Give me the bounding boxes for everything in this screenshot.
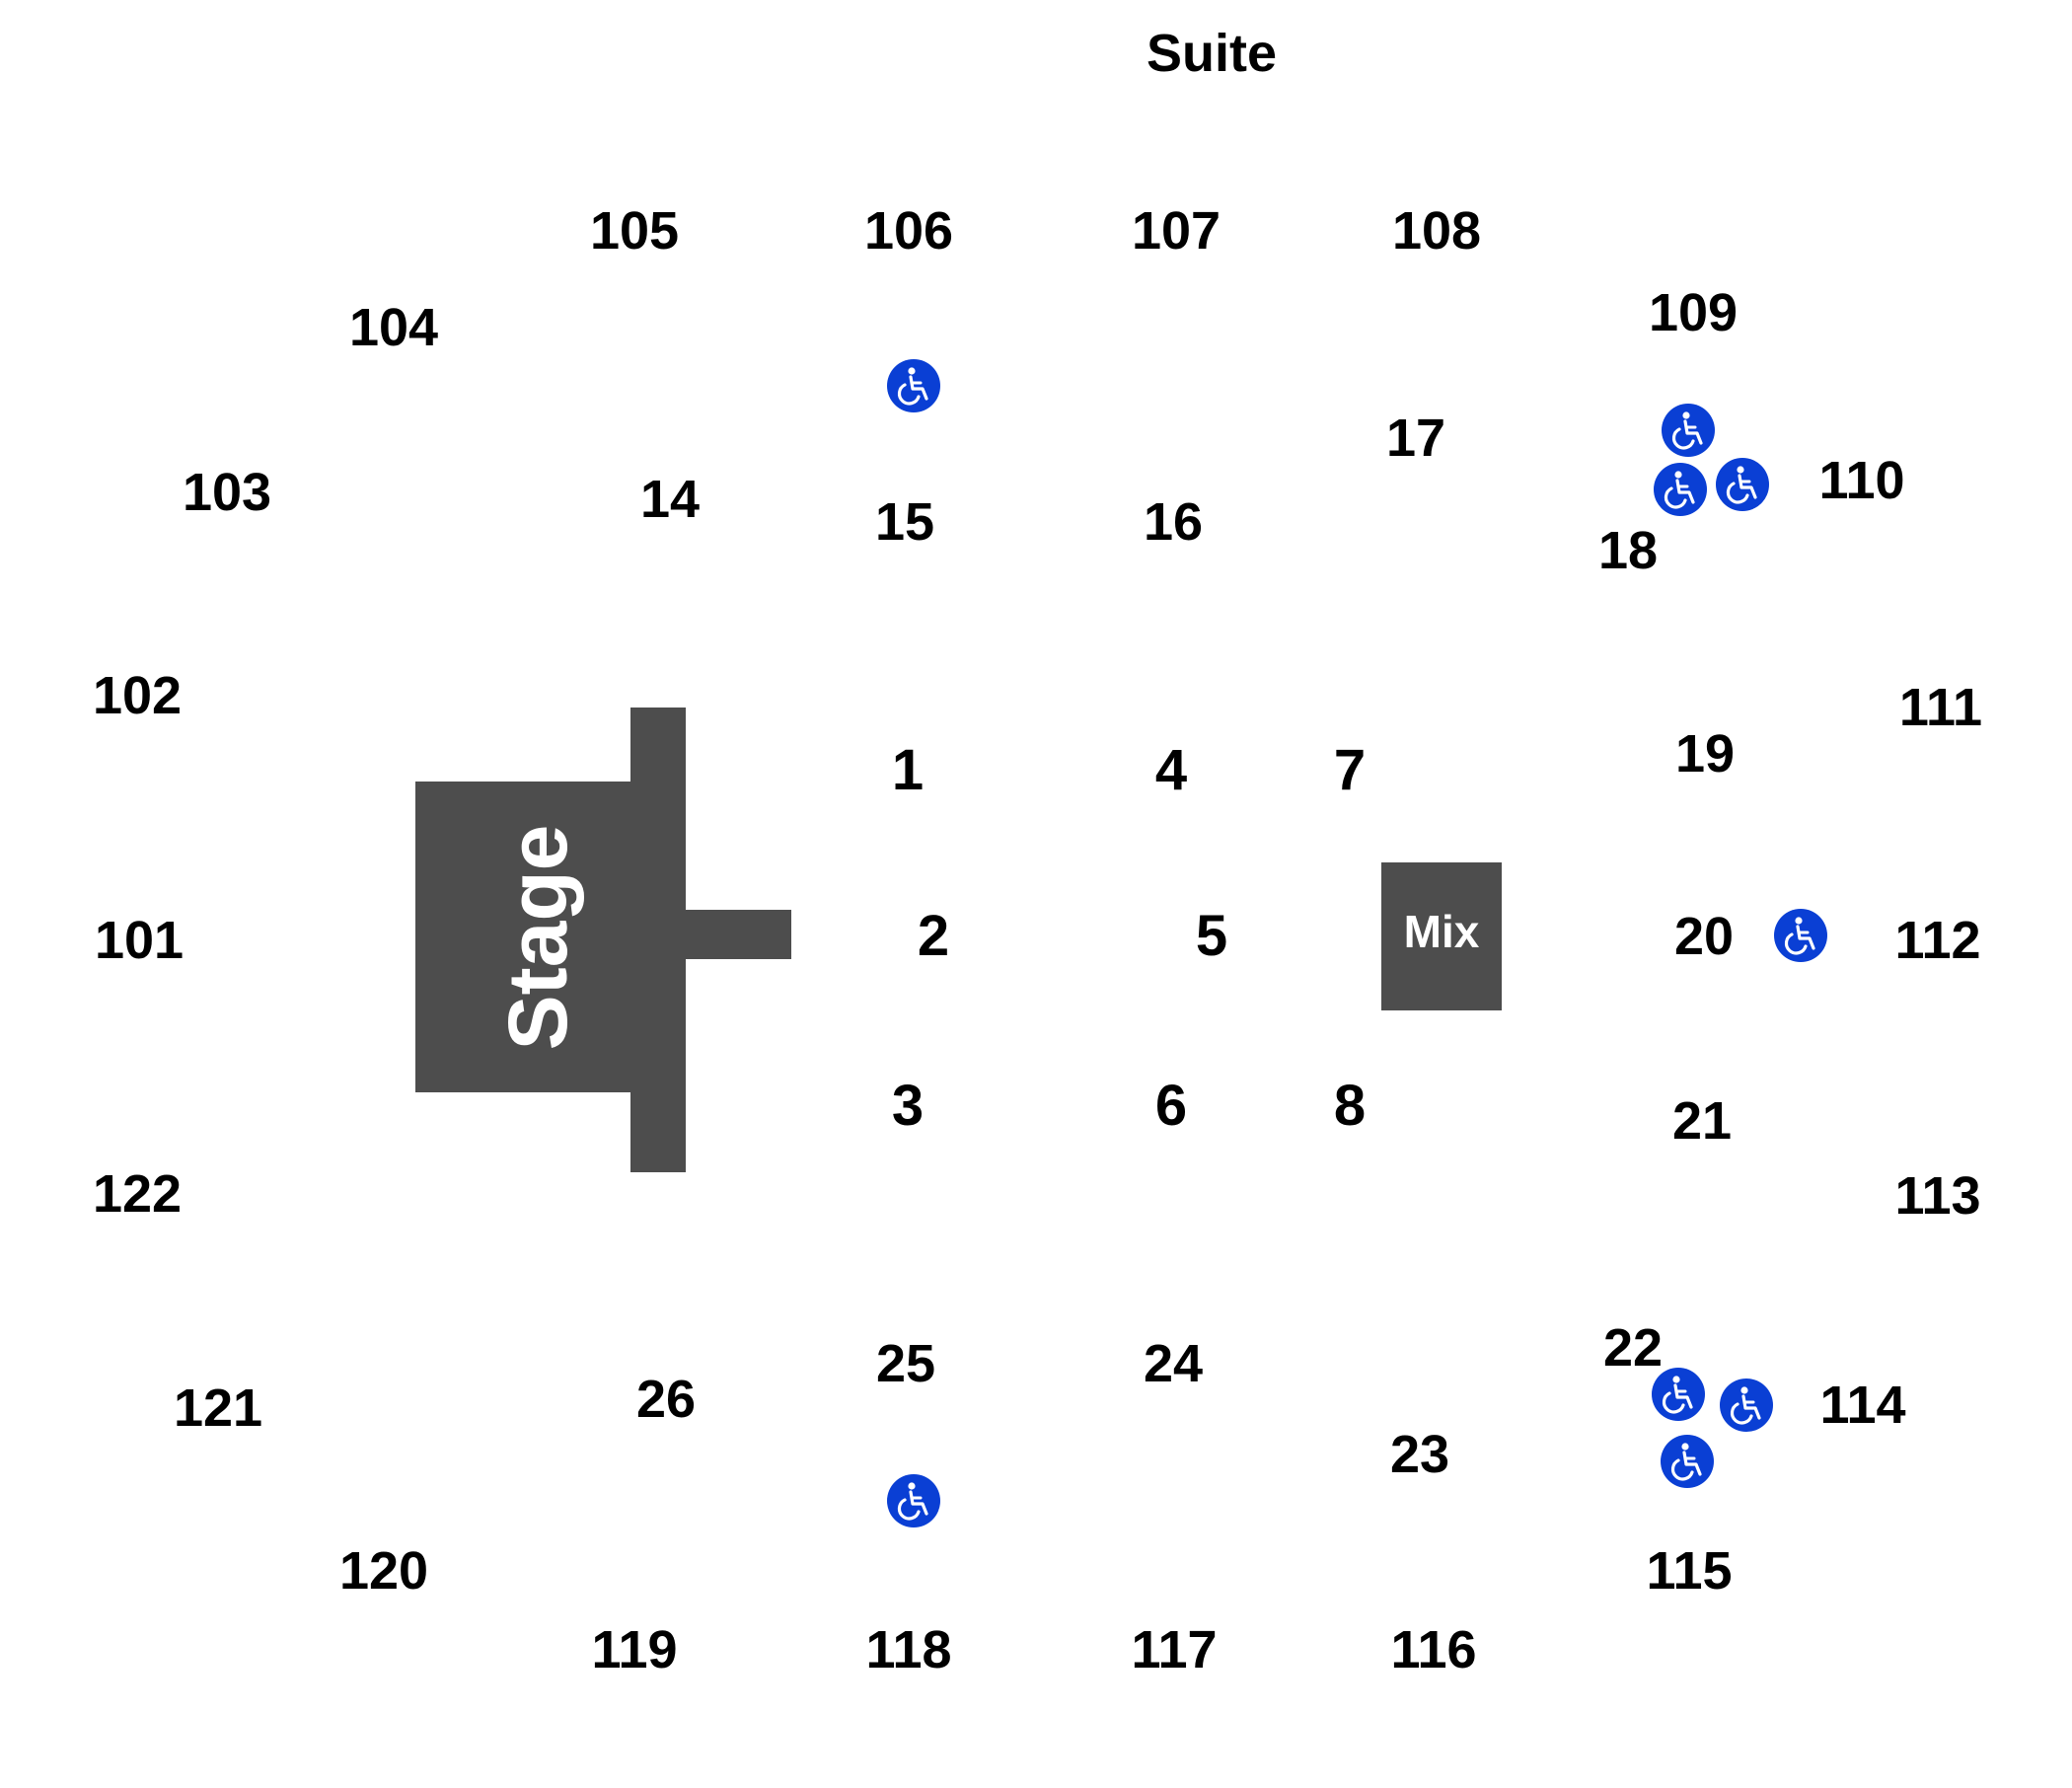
section-19[interactable]: 19 <box>1675 724 1735 783</box>
mix-label: Mix <box>1404 906 1480 957</box>
section-103[interactable]: 103 <box>183 463 271 522</box>
section-16[interactable]: 16 <box>1144 492 1203 552</box>
section-5[interactable]: 5 <box>1196 904 1227 968</box>
section-121[interactable]: 121 <box>174 1378 262 1438</box>
wheelchair-icon[interactable] <box>885 357 942 414</box>
section-7[interactable]: 7 <box>1334 738 1366 802</box>
section-106[interactable]: 106 <box>864 201 953 261</box>
section-2[interactable]: 2 <box>918 904 949 968</box>
section-118[interactable]: 118 <box>865 1620 951 1679</box>
section-114[interactable]: 114 <box>1819 1376 1905 1435</box>
section-122[interactable]: 122 <box>93 1164 182 1224</box>
section-104[interactable]: 104 <box>349 298 438 357</box>
wheelchair-icon[interactable] <box>1659 1433 1716 1490</box>
wheelchair-icon[interactable] <box>1714 456 1771 513</box>
section-117[interactable]: 117 <box>1131 1620 1217 1679</box>
section-111[interactable]: 111 <box>1899 678 1982 737</box>
wheelchair-icon[interactable] <box>1660 402 1717 459</box>
section-1[interactable]: 1 <box>892 738 924 802</box>
wheelchair-icon[interactable] <box>1718 1377 1775 1434</box>
wheelchair-icon[interactable] <box>885 1472 942 1529</box>
section-17[interactable]: 17 <box>1386 409 1445 468</box>
wheelchair-icon[interactable] <box>1650 1366 1707 1423</box>
section-21[interactable]: 21 <box>1672 1091 1732 1151</box>
section-109[interactable]: 109 <box>1649 283 1738 342</box>
floor-sections: 1 2 3 4 5 6 7 8 <box>892 738 1366 1138</box>
section-25[interactable]: 25 <box>876 1334 935 1393</box>
section-110[interactable]: 110 <box>1818 451 1904 510</box>
mix-shape <box>1381 862 1502 1010</box>
suite-label[interactable]: Suite <box>1147 24 1277 83</box>
section-14[interactable]: 14 <box>640 470 700 529</box>
section-120[interactable]: 120 <box>339 1541 428 1601</box>
section-102[interactable]: 102 <box>93 666 182 725</box>
section-22[interactable]: 22 <box>1603 1318 1663 1378</box>
section-23[interactable]: 23 <box>1390 1425 1449 1484</box>
section-101[interactable]: 101 <box>95 911 184 970</box>
wheelchair-icon[interactable] <box>1772 907 1829 964</box>
section-20[interactable]: 20 <box>1674 907 1734 966</box>
stage-label: Stage <box>491 825 584 1051</box>
section-6[interactable]: 6 <box>1155 1074 1187 1138</box>
section-113[interactable]: 113 <box>1894 1166 1980 1226</box>
section-3[interactable]: 3 <box>892 1074 924 1138</box>
lower-sections: 14 15 16 17 18 19 20 21 22 23 24 25 26 <box>636 409 1735 1484</box>
section-26[interactable]: 26 <box>636 1370 696 1429</box>
section-24[interactable]: 24 <box>1144 1334 1203 1393</box>
section-112[interactable]: 112 <box>1894 911 1980 970</box>
section-116[interactable]: 116 <box>1390 1620 1476 1679</box>
section-8[interactable]: 8 <box>1334 1074 1366 1138</box>
section-15[interactable]: 15 <box>875 492 934 552</box>
stage-shape <box>415 708 791 1172</box>
mix-booth: Mix <box>1381 862 1502 1010</box>
section-4[interactable]: 4 <box>1155 738 1187 802</box>
wheelchair-icon[interactable] <box>1652 461 1709 518</box>
section-108[interactable]: 108 <box>1392 201 1481 261</box>
section-18[interactable]: 18 <box>1598 521 1658 580</box>
section-119[interactable]: 119 <box>591 1620 677 1679</box>
section-107[interactable]: 107 <box>1132 201 1221 261</box>
stage: Stage <box>415 708 791 1172</box>
outer-sections: 101 102 103 104 105 106 107 108 109 110 … <box>93 201 1982 1679</box>
section-105[interactable]: 105 <box>590 201 679 261</box>
section-115[interactable]: 115 <box>1646 1541 1732 1601</box>
